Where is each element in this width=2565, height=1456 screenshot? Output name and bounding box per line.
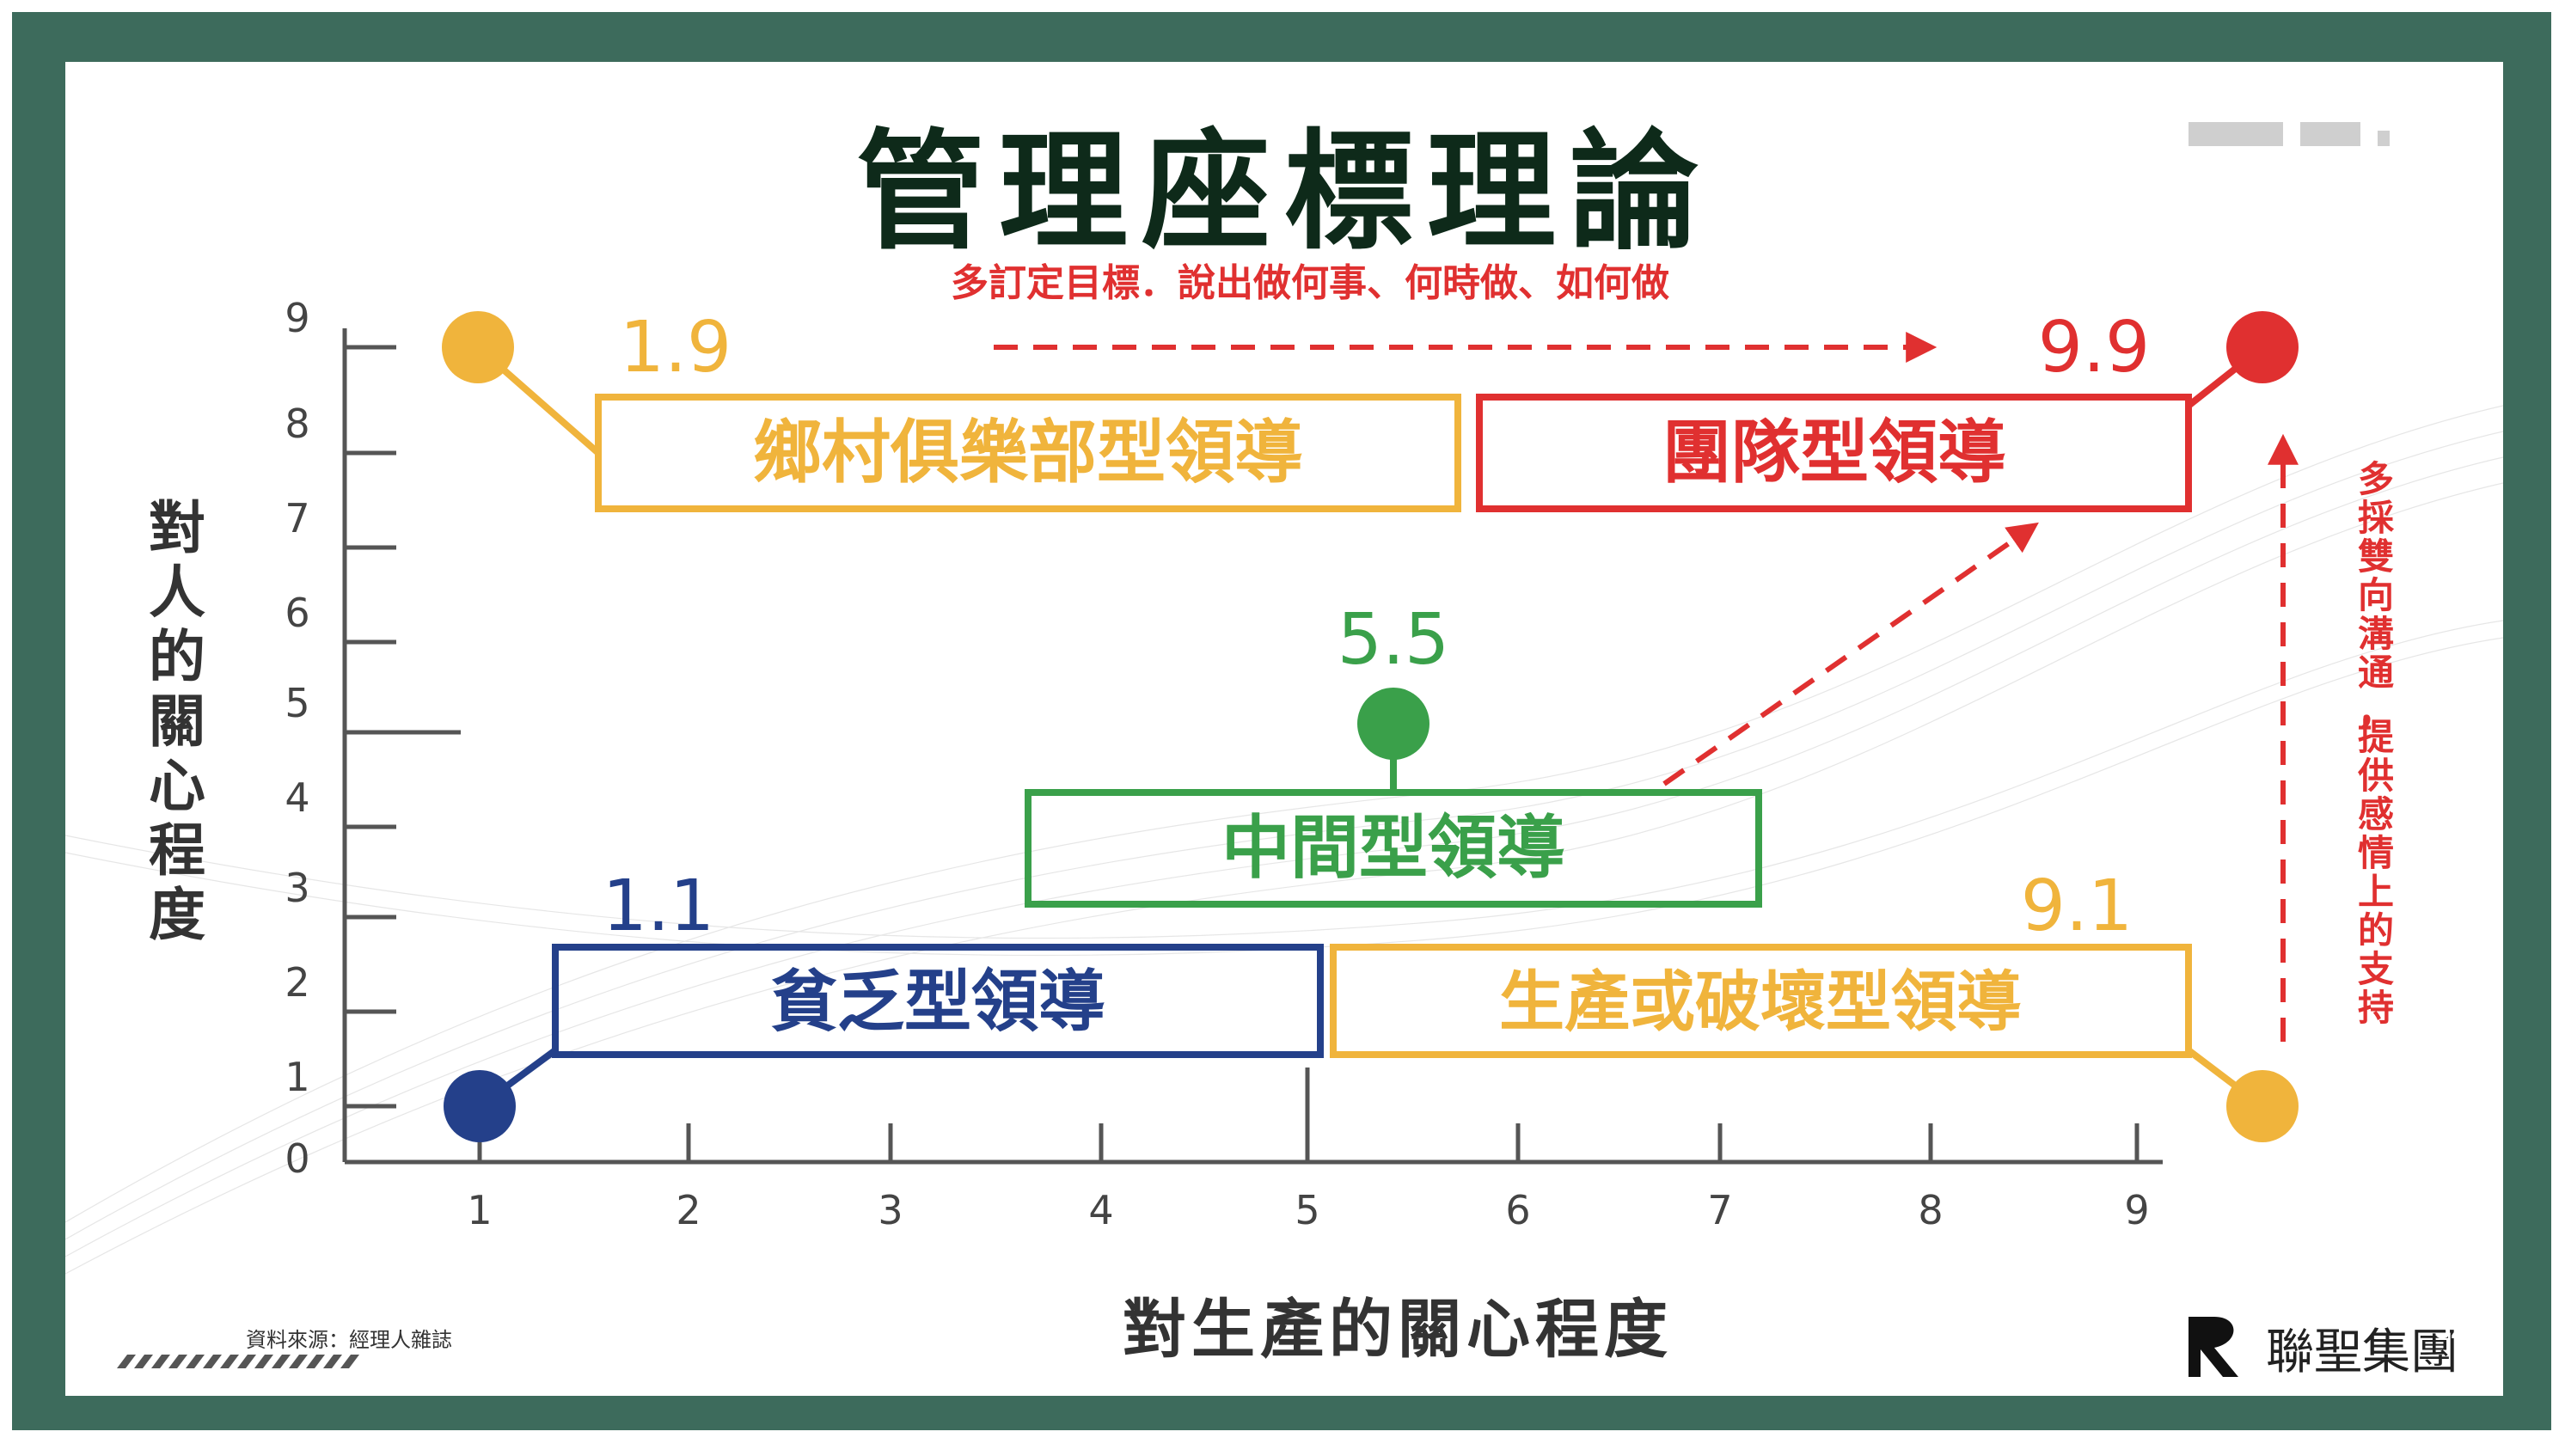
- slide: 管理座標理論 0 1 2 3 4 5: [65, 62, 2503, 1396]
- axes: [342, 328, 2163, 1165]
- y-tick-label: 5: [285, 680, 309, 726]
- side-annotation-char: 上: [2358, 871, 2394, 913]
- point-marker: [2226, 311, 2299, 383]
- side-annotation-char: 供: [2358, 755, 2394, 797]
- y-tick-label: 6: [285, 590, 309, 636]
- side-annotation-char: 感: [2358, 793, 2394, 835]
- style-box: [1330, 944, 2192, 1058]
- logo-mark-icon: [2189, 1317, 2238, 1377]
- style-produce: 9.1 生產或破壞型領導: [1330, 866, 2299, 1142]
- y-tick-label: 8: [285, 401, 309, 447]
- x-tick-marks: [477, 1068, 2140, 1162]
- hatch-stripe: [220, 1355, 239, 1368]
- y-tick-label: 7: [285, 495, 309, 541]
- side-annotation-char: 溝: [2358, 613, 2394, 655]
- x-tick-label: 1: [467, 1187, 492, 1233]
- side-annotation-char: 向: [2358, 574, 2394, 616]
- hatch-stripe: [289, 1355, 308, 1368]
- hatch-stripe: [134, 1355, 153, 1368]
- hatch-stripe: [237, 1355, 256, 1368]
- side-annotation-char: 多: [2358, 458, 2394, 500]
- side-annotation-char: 支: [2358, 948, 2394, 990]
- side-annotation-char: 雙: [2358, 535, 2394, 578]
- hatch-stripe: [117, 1355, 136, 1368]
- y-axis-title-char: 關: [149, 688, 205, 755]
- decorative-hatch-bar: [117, 1355, 359, 1368]
- bottom-strip: [0, 1430, 2565, 1456]
- style-score: 9.1: [2021, 866, 2133, 947]
- side-annotation: 多 採 雙 向 溝 通 ， 提 供 感 情 上 的 支 持: [2358, 458, 2395, 1029]
- side-annotation-char: 持: [2358, 987, 2394, 1029]
- y-tick-label: 3: [285, 865, 309, 911]
- hatch-stripe: [186, 1355, 205, 1368]
- side-annotation-char: 提: [2358, 716, 2394, 758]
- y-tick-label: 2: [285, 959, 309, 1006]
- point-marker: [444, 1070, 516, 1142]
- y-axis-title-char: 的: [149, 624, 205, 690]
- point-marker: [2226, 1070, 2299, 1142]
- top-annotation: 多訂定目標．說出做何事、何時做、如何做: [951, 261, 1669, 305]
- style-label: 貧乏型領導: [770, 964, 1105, 1041]
- hatch-stripe: [306, 1355, 325, 1368]
- x-tick-label: 3: [878, 1187, 903, 1233]
- hatch-stripe: [168, 1355, 187, 1368]
- style-score: 5.5: [1338, 599, 1449, 681]
- hatch-stripe: [340, 1355, 359, 1368]
- x-tick-label: 8: [1918, 1187, 1943, 1233]
- x-tick-label: 7: [1707, 1187, 1732, 1233]
- page-number: 52: [2434, 1312, 2467, 1345]
- y-tick-label: 0: [285, 1135, 309, 1182]
- style-box: [1025, 789, 1762, 908]
- diagonal-dashed-arrow: [1662, 522, 2039, 786]
- point-marker: [1357, 688, 1429, 760]
- style-box: [552, 944, 1324, 1058]
- y-tick-label: 1: [285, 1054, 309, 1100]
- side-annotation-char: ，: [2358, 690, 2394, 732]
- y-axis-title-char: 心: [149, 753, 205, 819]
- style-team: 9.9 團隊型領導: [1476, 307, 2299, 512]
- hatch-stripe: [323, 1355, 342, 1368]
- x-tick-label: 6: [1505, 1187, 1530, 1233]
- y-axis-title-char: 度: [149, 882, 205, 948]
- company-logo: 聯聖集團: [2189, 1317, 2458, 1380]
- point-marker: [442, 311, 514, 383]
- y-axis-title-char: 對: [149, 495, 205, 561]
- style-country-club: 1.9 鄉村俱樂部型領導: [442, 307, 1461, 512]
- x-tick-label: 4: [1088, 1187, 1113, 1233]
- x-tick-label: 2: [676, 1187, 701, 1233]
- x-tick-label: 9: [2124, 1187, 2149, 1233]
- x-axis-title: 對生產的關心程度: [1123, 1293, 1673, 1367]
- hatch-stripe: [254, 1355, 273, 1368]
- y-tick-label: 4: [285, 774, 309, 821]
- y-tick-label: 9: [285, 295, 309, 341]
- managerial-grid-diagram: 0 1 2 3 4 5 6 7 8 9 1 2 3 4 5 6 7 8 9 對 …: [65, 122, 2503, 1380]
- style-label: 中間型領導: [1221, 808, 1565, 888]
- style-score: 1.9: [620, 307, 732, 388]
- y-axis-title-char: 程: [149, 817, 205, 884]
- style-label: 生產或破壞型領導: [1499, 964, 2022, 1040]
- hatch-stripe: [272, 1355, 291, 1368]
- hatch-stripe: [203, 1355, 222, 1368]
- style-label: 團隊型領導: [1662, 413, 2006, 492]
- side-annotation-char: 的: [2358, 909, 2394, 951]
- page-title: 管理座標理論: [855, 116, 1712, 267]
- hatch-stripe: [151, 1355, 170, 1368]
- y-tick-marks: [345, 345, 461, 1109]
- style-score: 9.9: [2038, 307, 2150, 388]
- style-score: 1.1: [603, 866, 714, 947]
- decorative-mark: [2189, 122, 2390, 146]
- side-annotation-char: 採: [2358, 497, 2395, 539]
- source-note: 資料來源：經理人雜誌: [246, 1328, 452, 1352]
- style-middle: 5.5 中間型領導: [1025, 599, 1762, 908]
- logo-text: 聯聖集團: [2266, 1324, 2458, 1380]
- side-annotation-char: 情: [2358, 832, 2394, 874]
- style-box: [595, 394, 1461, 512]
- style-impoverished: 1.1 貧乏型領導: [444, 866, 1324, 1142]
- style-box: [1476, 394, 2192, 512]
- style-label: 鄉村俱樂部型領導: [753, 413, 1303, 492]
- y-axis-title-char: 人: [149, 560, 205, 626]
- x-tick-label: 5: [1295, 1187, 1319, 1233]
- side-annotation-char: 通: [2358, 652, 2394, 694]
